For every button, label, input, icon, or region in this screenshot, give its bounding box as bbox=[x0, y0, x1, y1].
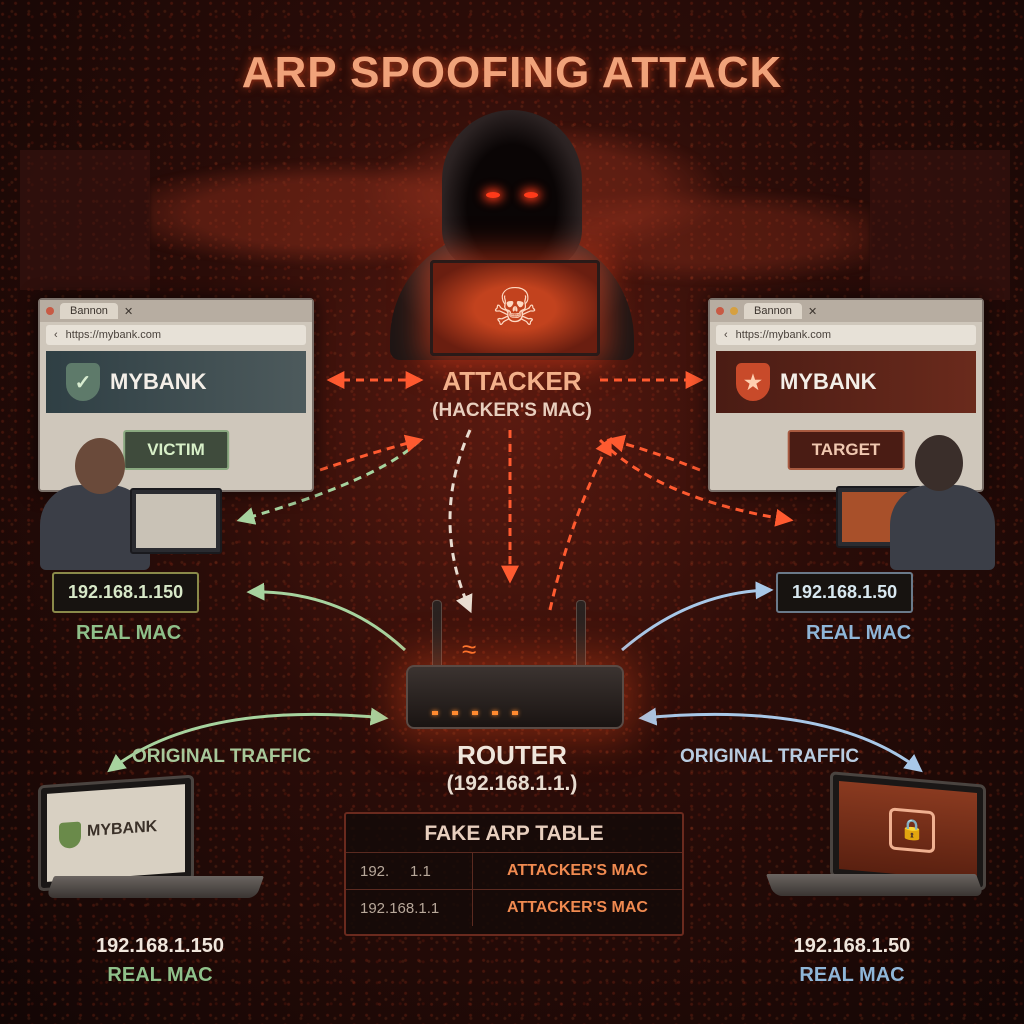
wifi-icon: ≈ bbox=[462, 634, 477, 664]
arrow-attacker-target-laptop bbox=[598, 438, 794, 527]
hacker-eye-right bbox=[524, 192, 538, 198]
hacker-eye-left bbox=[486, 192, 500, 198]
router-led bbox=[452, 711, 458, 715]
router-device bbox=[406, 665, 624, 729]
router-led bbox=[512, 711, 518, 715]
target-person bbox=[790, 430, 1010, 570]
router-led bbox=[432, 711, 438, 715]
browser-tab[interactable]: Bannon bbox=[60, 303, 118, 319]
router-ip: (192.168.1.1.) bbox=[446, 772, 578, 795]
router-led bbox=[472, 711, 478, 715]
browser-tab[interactable]: Bannon bbox=[744, 303, 802, 319]
attacker-label: ATTACKER bbox=[442, 366, 582, 396]
traffic-label-left: ORIGINAL TRAFFIC bbox=[132, 746, 312, 767]
bank-header: ✓ MYBANK bbox=[46, 351, 306, 413]
arrow-original-traffic-left bbox=[107, 707, 389, 773]
shield-emblem-icon: ★ bbox=[736, 363, 770, 401]
bottom-left-laptop-screen: MYBANK bbox=[38, 774, 194, 892]
bottom-right-laptop-base bbox=[765, 874, 985, 896]
arp-mac-cell: ATTACKER'S MAC bbox=[507, 899, 648, 916]
target-mac-label: REAL MAC bbox=[806, 622, 912, 644]
back-icon[interactable]: ‹ bbox=[54, 329, 58, 341]
page-title: ARP SPOOFING ATTACK bbox=[241, 48, 783, 97]
target-browser-window: Bannon ✕ ‹ https://mybank.com ★ MYBANK T… bbox=[708, 298, 984, 492]
arp-ip-cell: 192. 1.1 bbox=[360, 862, 431, 880]
skull-crossbones-icon: ☠ bbox=[430, 260, 600, 356]
skyline-right bbox=[870, 150, 1010, 300]
traffic-label-right: ORIGINAL TRAFFIC bbox=[680, 746, 860, 767]
fake-arp-table: FAKE ARP TABLE 192. 1.1 ATTACKER'S MAC 1… bbox=[344, 812, 684, 936]
arp-mac-cell: ATTACKER'S MAC bbox=[507, 862, 648, 879]
back-icon[interactable]: ‹ bbox=[724, 329, 728, 341]
person-head bbox=[915, 435, 963, 491]
url-bar[interactable]: ‹ https://mybank.com bbox=[46, 325, 306, 345]
bottom-left-ip: 192.168.1.150 bbox=[96, 935, 224, 957]
victim-ip-box: 192.168.1.150 bbox=[52, 572, 200, 613]
bottom-right-laptop-screen: 🔒 bbox=[830, 771, 986, 891]
target-ip-box: 192.168.1.50 bbox=[776, 572, 914, 613]
arp-divider bbox=[472, 890, 473, 926]
person-body bbox=[890, 485, 995, 570]
window-dot[interactable] bbox=[730, 307, 738, 315]
arrow-target-attacker bbox=[606, 434, 701, 472]
arp-divider bbox=[472, 853, 473, 889]
target-role-badge: TARGET bbox=[787, 430, 905, 470]
skyline-left bbox=[20, 150, 150, 290]
bank-brand: MYBANK bbox=[110, 369, 207, 394]
window-dot[interactable] bbox=[46, 307, 54, 315]
url-bar[interactable]: ‹ https://mybank.com bbox=[716, 325, 976, 345]
arrow-attacker-router-1 bbox=[448, 429, 473, 614]
laptop-screen bbox=[136, 494, 216, 548]
close-icon[interactable]: ✕ bbox=[807, 305, 818, 318]
arrow-original-traffic-right bbox=[638, 707, 923, 773]
arp-ip-cell: 192.168.1.1 bbox=[360, 899, 440, 917]
victim-role-badge: VICTIM bbox=[123, 430, 229, 470]
victim-person bbox=[30, 430, 270, 570]
bottom-right-ip: 192.168.1.50 bbox=[793, 935, 911, 957]
victim-laptop bbox=[130, 488, 222, 554]
arrow-victim-attacker bbox=[319, 434, 424, 472]
lock-icon: 🔒 bbox=[889, 807, 935, 854]
arp-table-row: 192. 1.1 ATTACKER'S MAC bbox=[346, 852, 682, 889]
bank-header: ★ MYBANK bbox=[716, 351, 976, 413]
bank-brand: MYBANK bbox=[780, 369, 877, 394]
browser-tabbar: Bannon ✕ bbox=[710, 300, 982, 322]
arrow-router-victim bbox=[246, 582, 407, 652]
bank-page: MYBANK bbox=[47, 784, 185, 882]
router-label: ROUTER bbox=[457, 740, 567, 770]
bottom-right-mac-label: REAL MAC bbox=[799, 964, 905, 986]
attacker-sublabel: (HACKER'S MAC) bbox=[432, 400, 592, 421]
window-dot[interactable] bbox=[716, 307, 724, 315]
arp-table-row: 192.168.1.1 ATTACKER'S MAC bbox=[346, 889, 682, 926]
arp-table-title: FAKE ARP TABLE bbox=[424, 822, 604, 845]
bottom-left-mac-label: REAL MAC bbox=[107, 964, 213, 986]
browser-tabbar: Bannon ✕ bbox=[40, 300, 312, 322]
locked-page: 🔒 bbox=[839, 780, 977, 882]
arrow-router-target bbox=[621, 581, 774, 652]
bank-brand: MYBANK bbox=[87, 818, 158, 841]
router-led bbox=[492, 711, 498, 715]
shield-emblem-icon bbox=[59, 821, 81, 849]
person-head bbox=[75, 438, 125, 494]
close-icon[interactable]: ✕ bbox=[123, 305, 134, 318]
hacker-hood bbox=[442, 110, 582, 270]
arrow-router-attacker bbox=[548, 436, 612, 611]
url-text: https://mybank.com bbox=[735, 329, 832, 341]
hacker-figure: ☠ bbox=[380, 100, 644, 360]
url-text: https://mybank.com bbox=[65, 329, 162, 341]
victim-mac-label: REAL MAC bbox=[76, 622, 182, 644]
bottom-left-laptop-base bbox=[45, 876, 265, 898]
shield-check-icon: ✓ bbox=[66, 363, 100, 401]
